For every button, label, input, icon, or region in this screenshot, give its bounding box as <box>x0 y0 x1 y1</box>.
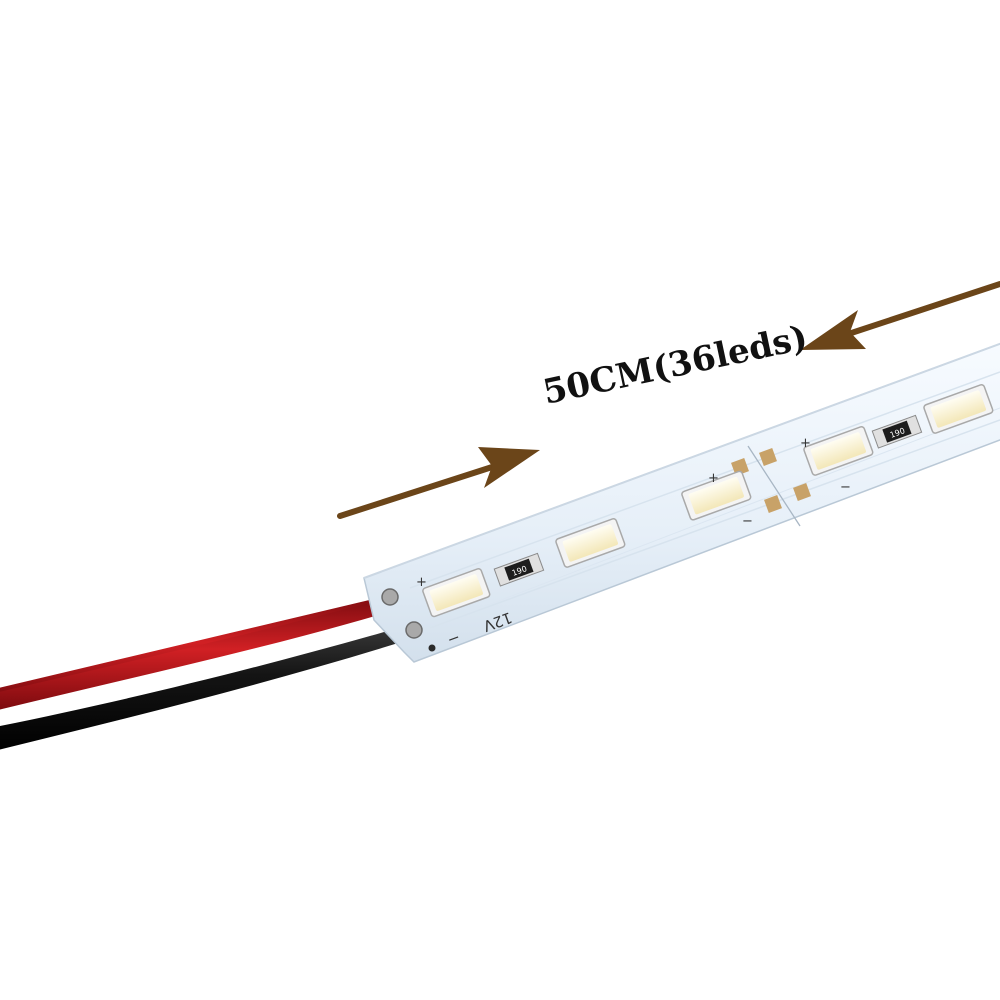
led-chip <box>555 517 626 568</box>
mounting-hole <box>428 644 436 652</box>
arrow-left <box>800 281 1000 350</box>
led-chip <box>422 567 491 618</box>
polarity-minus: − <box>742 514 753 529</box>
solder-pad <box>731 458 749 476</box>
polarity-minus: − <box>840 480 851 495</box>
led-chip <box>923 383 994 434</box>
resistor: 190 <box>493 552 545 587</box>
solder-pad <box>764 495 782 513</box>
pcb-trace <box>409 371 1000 589</box>
length-caption: 50CM(36leds) <box>540 318 811 413</box>
led-chip <box>803 425 874 476</box>
polarity-minus: − <box>445 628 463 649</box>
solder-joint-positive <box>381 588 399 606</box>
solder-pad <box>759 448 777 466</box>
arrow-right <box>337 447 540 519</box>
wire-pair <box>0 590 418 750</box>
black-wire <box>0 624 412 750</box>
solder-joint-negative <box>405 621 423 639</box>
led-strip-board: 190 190 + + + − − 12V − <box>363 342 1000 663</box>
red-wire-body <box>0 598 388 710</box>
pcb-trace <box>469 407 1000 613</box>
pcb-segment-divider <box>747 445 801 527</box>
led-chip <box>681 470 752 521</box>
polarity-plus: + <box>800 436 811 451</box>
pcb-body <box>363 343 1000 663</box>
solder-pad <box>793 483 811 501</box>
polarity-plus: + <box>416 575 427 590</box>
polarity-plus: + <box>708 471 719 486</box>
pcb-trace <box>429 419 1000 629</box>
resistor: 190 <box>871 414 923 449</box>
pcb-top-edge <box>363 342 1000 579</box>
